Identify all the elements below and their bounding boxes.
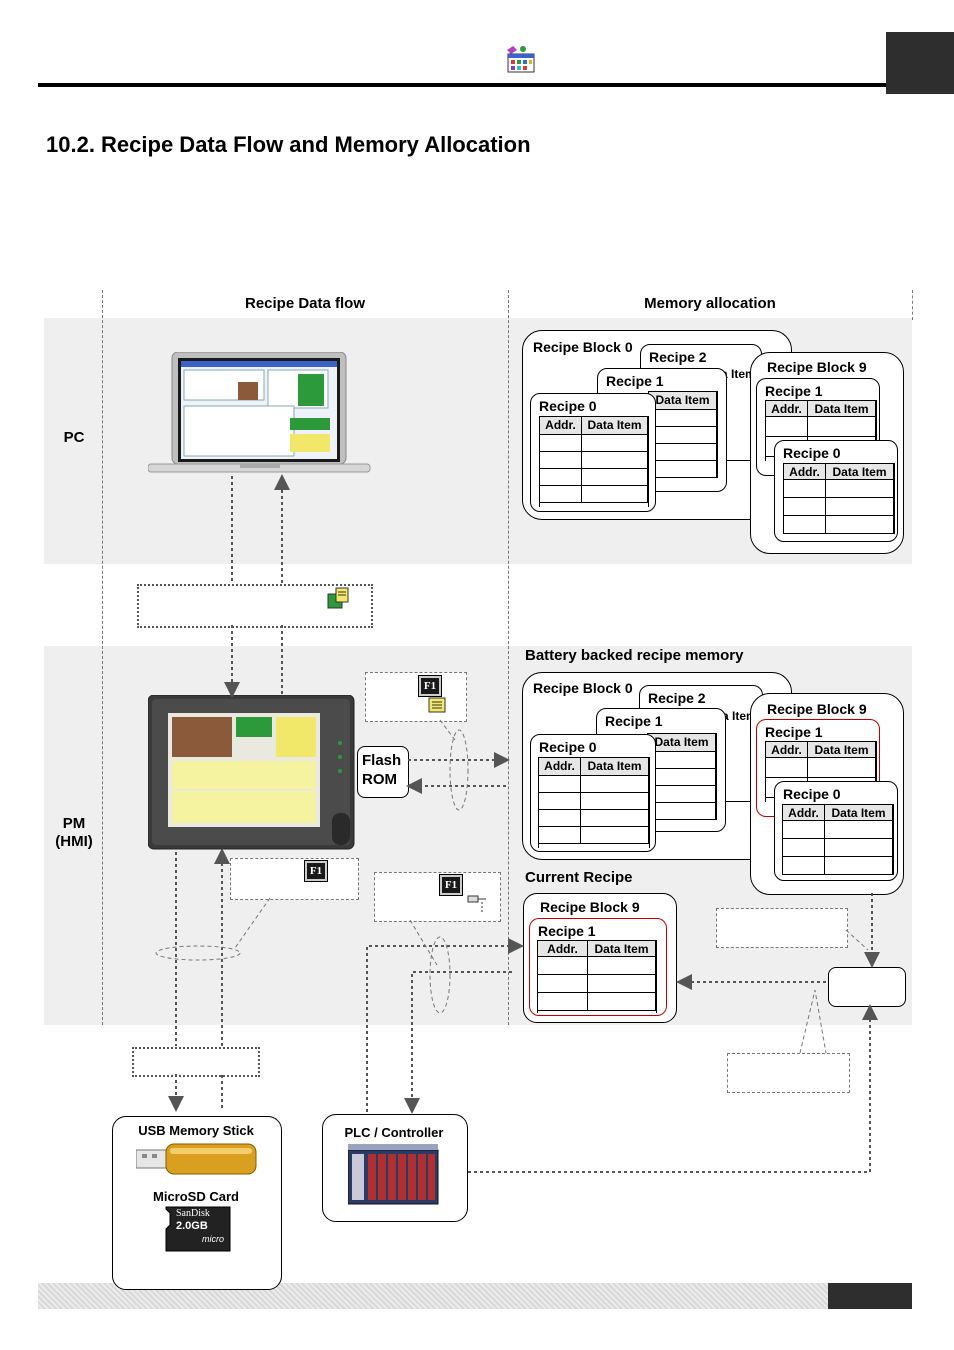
recipe-title: Recipe 0 bbox=[539, 739, 597, 755]
footer-page-tab bbox=[828, 1283, 912, 1309]
divider-right bbox=[912, 290, 913, 320]
storage-transfer-box bbox=[132, 1047, 260, 1077]
table-header: Data Item bbox=[588, 941, 656, 957]
callout-pointer bbox=[439, 719, 456, 741]
save-recipe-icon bbox=[428, 697, 446, 713]
current-recipe-1: Recipe 1 Addr. Data Item bbox=[529, 918, 667, 1016]
table-header: Data Item bbox=[581, 758, 649, 776]
table-header: Data Item bbox=[808, 401, 876, 417]
table-header: ta Item bbox=[718, 709, 757, 723]
microsd-card-image bbox=[165, 1206, 231, 1252]
recipe-title: Recipe 1 bbox=[538, 923, 596, 939]
callout-select bbox=[716, 908, 848, 948]
pc-recipe-0: Recipe 0 Addr. Data Item bbox=[530, 393, 656, 512]
microsd-type: micro bbox=[202, 1234, 224, 1244]
microsd-brand: SanDisk bbox=[176, 1208, 210, 1219]
recipe-title: Recipe 1 bbox=[765, 724, 823, 740]
recipe-title: Recipe 2 bbox=[649, 349, 707, 365]
f1-key-icon: F1 bbox=[305, 861, 327, 881]
recipe-title: Recipe 0 bbox=[783, 445, 841, 461]
connector-ellipse bbox=[429, 936, 451, 1014]
recipe-table: Addr. Data Item bbox=[538, 757, 650, 848]
flash-rom-label: Flash ROM bbox=[362, 752, 402, 788]
microsd-label: MicroSD Card bbox=[153, 1189, 239, 1204]
microsd-capacity: 2.0GB bbox=[176, 1220, 208, 1232]
connector-ellipse bbox=[449, 729, 469, 811]
table-header: Data Item bbox=[649, 392, 717, 410]
chapter-tab bbox=[886, 32, 954, 94]
recipe-table: Addr. Data Item bbox=[765, 741, 877, 802]
recipe-title: Recipe 2 bbox=[648, 690, 706, 706]
callout-plc bbox=[374, 872, 501, 922]
column-header-flow: Recipe Data flow bbox=[244, 295, 366, 312]
usb-stick-image bbox=[136, 1143, 257, 1175]
divider-flow bbox=[508, 290, 509, 1025]
table-header: Addr. bbox=[539, 758, 581, 776]
divider-label bbox=[102, 290, 103, 1025]
callout-pointer bbox=[234, 897, 271, 949]
pc-block9-recipe-0: Recipe 0 Addr. Data Item bbox=[774, 440, 898, 542]
f1-key-icon: F1 bbox=[419, 676, 441, 696]
recipe-app-icon bbox=[507, 46, 535, 73]
callout-flash-save bbox=[365, 672, 467, 722]
download-icon bbox=[327, 587, 349, 609]
table-header: Data Item bbox=[825, 805, 893, 821]
callout-plc-select bbox=[727, 1053, 850, 1093]
table-header: Data Item bbox=[826, 464, 894, 480]
table-header: Addr. bbox=[540, 417, 582, 435]
recipe-table: Data Item bbox=[648, 391, 718, 478]
table-header: Addr. bbox=[538, 941, 588, 957]
connector-ellipse bbox=[155, 945, 241, 961]
usb-label: USB Memory Stick bbox=[138, 1123, 254, 1138]
pm-recipe-0: Recipe 0 Addr. Data Item bbox=[530, 734, 656, 852]
recipe-title: Recipe 1 bbox=[605, 713, 663, 729]
table-header: Data Item bbox=[648, 734, 716, 752]
recipe-title: Recipe 0 bbox=[539, 398, 597, 414]
block-title: Recipe Block 9 bbox=[767, 359, 867, 375]
callout-storage bbox=[230, 858, 359, 900]
column-header-memory: Memory allocation bbox=[644, 295, 776, 312]
block-title: Recipe Block 0 bbox=[533, 680, 633, 696]
table-header: Addr. bbox=[783, 805, 825, 821]
connector bbox=[468, 1004, 878, 1173]
f1-key-icon: F1 bbox=[440, 875, 462, 895]
battery-memory-heading: Battery backed recipe memory bbox=[525, 647, 744, 664]
callout-pointer bbox=[845, 929, 869, 951]
table-header: Addr. bbox=[784, 464, 826, 480]
recipe-title: Recipe 1 bbox=[606, 373, 664, 389]
recipe-table: Data Item bbox=[647, 733, 717, 820]
page-title: 10.2. Recipe Data Flow and Memory Alloca… bbox=[46, 132, 531, 157]
table-header: Data Item bbox=[808, 742, 876, 758]
hmi-device-image bbox=[148, 695, 355, 850]
plc-image bbox=[348, 1144, 439, 1205]
current-recipe-heading: Current Recipe bbox=[525, 869, 633, 886]
table-header: Data Item bbox=[582, 417, 648, 435]
recipe-title: Recipe 0 bbox=[783, 786, 841, 802]
callout-pointer bbox=[799, 989, 827, 1054]
recipe-table: Addr. Data Item bbox=[539, 416, 649, 507]
table-header: Addr. bbox=[766, 742, 808, 758]
row-label-pc: PC bbox=[63, 429, 85, 446]
header-rule bbox=[38, 83, 886, 87]
pm-block9-recipe-0: Recipe 0 Addr. Data Item bbox=[774, 781, 898, 881]
recipe-table: Addr. Data Item bbox=[783, 463, 895, 534]
laptop-image bbox=[148, 352, 371, 473]
connector bbox=[366, 938, 524, 1112]
recipe-table: Addr. Data Item bbox=[537, 940, 657, 1013]
callout-pointer bbox=[409, 919, 438, 966]
row-label-pm: PM (HMI) bbox=[55, 815, 93, 850]
recipe-table: Addr. Data Item bbox=[765, 400, 877, 461]
recipe-table: Addr. Data Item bbox=[782, 804, 894, 875]
block-title: Recipe Block 9 bbox=[540, 899, 640, 915]
block-title: Recipe Block 0 bbox=[533, 339, 633, 355]
recipe-title: Recipe 1 bbox=[765, 383, 823, 399]
connector bbox=[404, 971, 512, 1114]
block-title: Recipe Block 9 bbox=[767, 701, 867, 717]
table-header: Addr. bbox=[766, 401, 808, 417]
transfer-icon bbox=[467, 895, 486, 912]
plc-label: PLC / Controller bbox=[344, 1125, 444, 1140]
flash-rom: Flash ROM bbox=[357, 746, 409, 798]
